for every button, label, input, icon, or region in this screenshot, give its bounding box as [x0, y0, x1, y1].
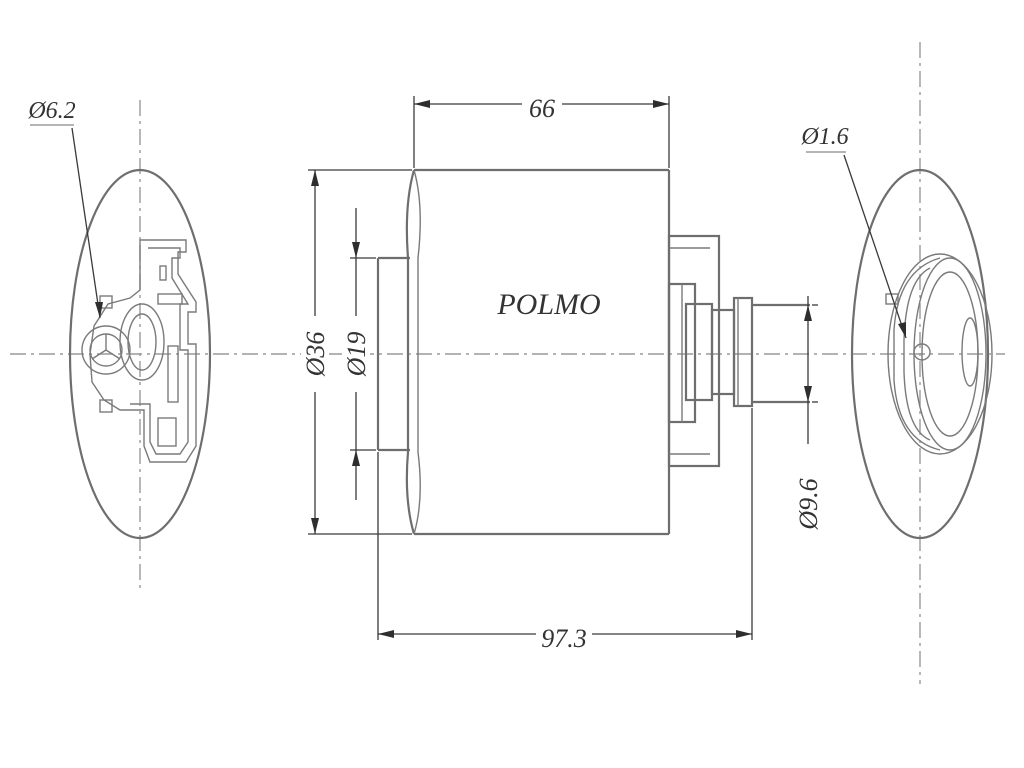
dimension-diameter-body-label: Ø36	[301, 332, 330, 378]
brand-label: POLMO	[496, 288, 600, 321]
leader-diameter-terminal	[30, 124, 103, 319]
dimension-length-body	[413, 88, 670, 168]
dimension-diameter-outlet-label: Ø9.6	[794, 478, 823, 530]
left-end-view	[68, 168, 212, 540]
pump-body-side-view	[376, 168, 810, 536]
leader-diameter-outlet-hole	[806, 151, 907, 339]
right-end-view	[850, 168, 993, 540]
dimension-diameter-outlet	[794, 296, 822, 550]
dimension-length-total	[377, 408, 753, 650]
dimension-diameter-body	[301, 169, 412, 535]
centerlines	[10, 42, 1005, 684]
dimension-diameter-inlet	[342, 208, 376, 500]
dimension-length-body-label: 66	[529, 94, 555, 123]
dimension-diameter-terminal-label: Ø6.2	[27, 98, 75, 124]
dimension-diameter-outlet-hole-label: Ø1.6	[800, 124, 848, 150]
dimension-diameter-inlet-label: Ø19	[342, 332, 371, 378]
dimension-length-total-label: 97.3	[541, 624, 587, 653]
